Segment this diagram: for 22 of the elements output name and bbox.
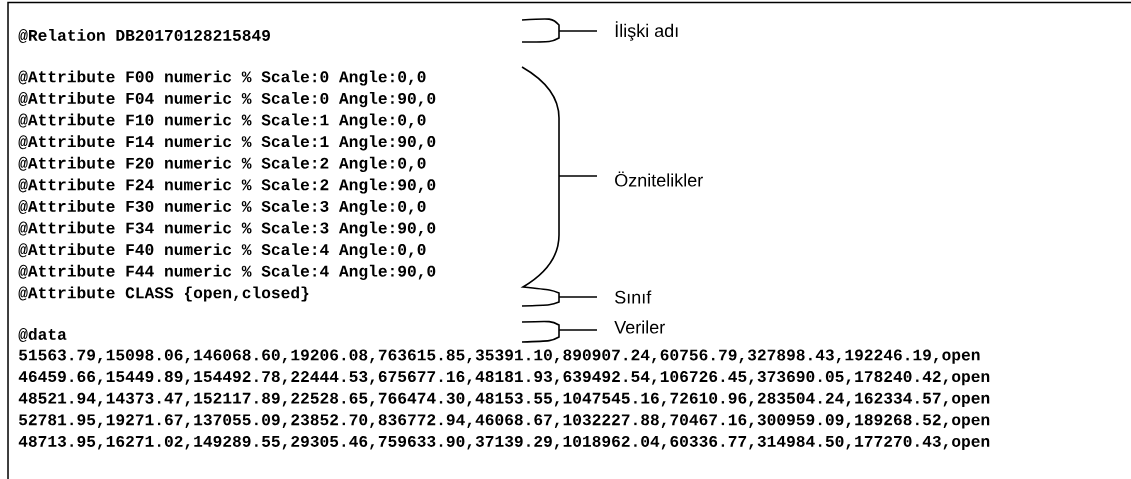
code-line: @Attribute F20 numeric % Scale:2 Angle:0,0 — [18, 156, 426, 172]
brace-label: İlişki adı — [615, 21, 678, 41]
code-line: @Attribute CLASS {open,closed} — [18, 286, 309, 302]
brace-label: Öznitelikler — [615, 171, 703, 187]
brace-label: Veriler — [614, 320, 665, 334]
code-line: @Attribute F34 numeric % Scale:3 Angle:90,0 — [18, 221, 436, 237]
code-line: @Attribute F30 numeric % Scale:3 Angle:0,0 — [18, 200, 426, 216]
code-line: @Attribute F14 numeric % Scale:1 Angle:90,0 — [18, 135, 436, 151]
code-line: @Attribute F00 numeric % Scale:0 Angle:0,0 — [18, 70, 426, 86]
brace-label: Sınıf — [615, 290, 652, 304]
code-line: 51563.79,15098.06,146068.60,19206.08,763615.85,35391.10,890907.24,60756.79,327898.43,192246.19,open — [19, 349, 980, 364]
code-line: 48713.95,16271.02,149289.55,29305.46,759633.90,37139.29,1018962.04,60336.77,314984.50,177270.43,open — [18, 435, 990, 451]
code-line: @Relation DB20170128215849 — [18, 29, 270, 43]
code-line: @Attribute F44 numeric % Scale:4 Angle:90,0 — [18, 264, 436, 280]
code-line: 46459.66,15449.89,154492.78,22444.53,675677.16,48181.93,639492.54,106726.45,373690.05,178240.42,open — [18, 371, 990, 386]
code-line: @Attribute F24 numeric % Scale:2 Angle:90,0 — [18, 178, 436, 194]
code-line: @Attribute F40 numeric % Scale:4 Angle:0,0 — [18, 243, 426, 259]
code-line: @Attribute F04 numeric % Scale:0 Angle:90,0 — [18, 92, 436, 108]
code-line: @data — [18, 328, 67, 342]
code-line: @Attribute F10 numeric % Scale:1 Angle:0,0 — [18, 113, 426, 129]
code-line: 48521.94,14373.47,152117.89,22528.65,766474.30,48153.55,1047545.16,72610.96,283504.24,162334.57,open — [18, 392, 990, 407]
code-line: 52781.95,19271.67,137055.09,23852.70,836772.94,46068.67,1032227.88,70467.16,300959.09,189268.52,open — [19, 414, 990, 429]
